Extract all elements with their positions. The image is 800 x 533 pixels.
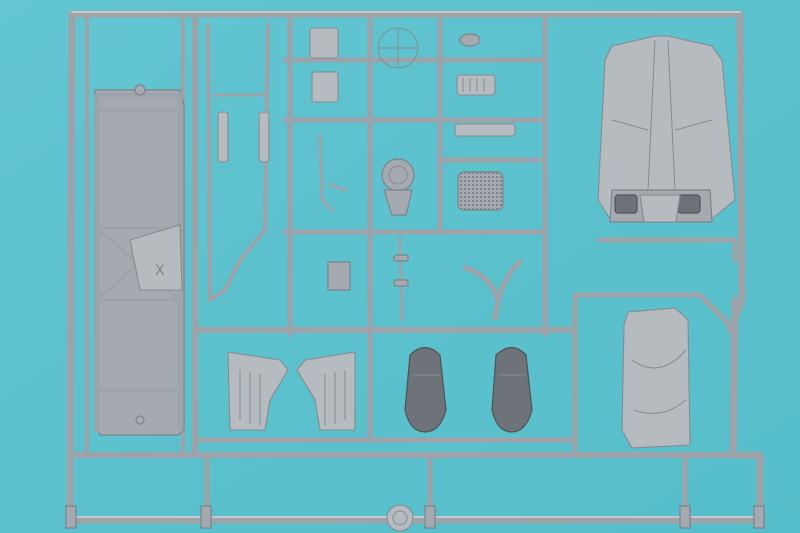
radiator-grille-part — [457, 171, 504, 211]
fender-parts — [227, 351, 356, 431]
seat-parts — [404, 346, 533, 433]
chassis-frame-part: X — [94, 84, 185, 436]
body-shell-part — [597, 35, 736, 223]
long-rods-part — [206, 23, 270, 302]
sprue-tag — [386, 504, 414, 532]
sprue-frame — [65, 10, 765, 532]
small-parts-cluster — [309, 27, 523, 322]
svg-text:X: X — [155, 263, 165, 279]
tarp-panel-part — [621, 307, 691, 449]
